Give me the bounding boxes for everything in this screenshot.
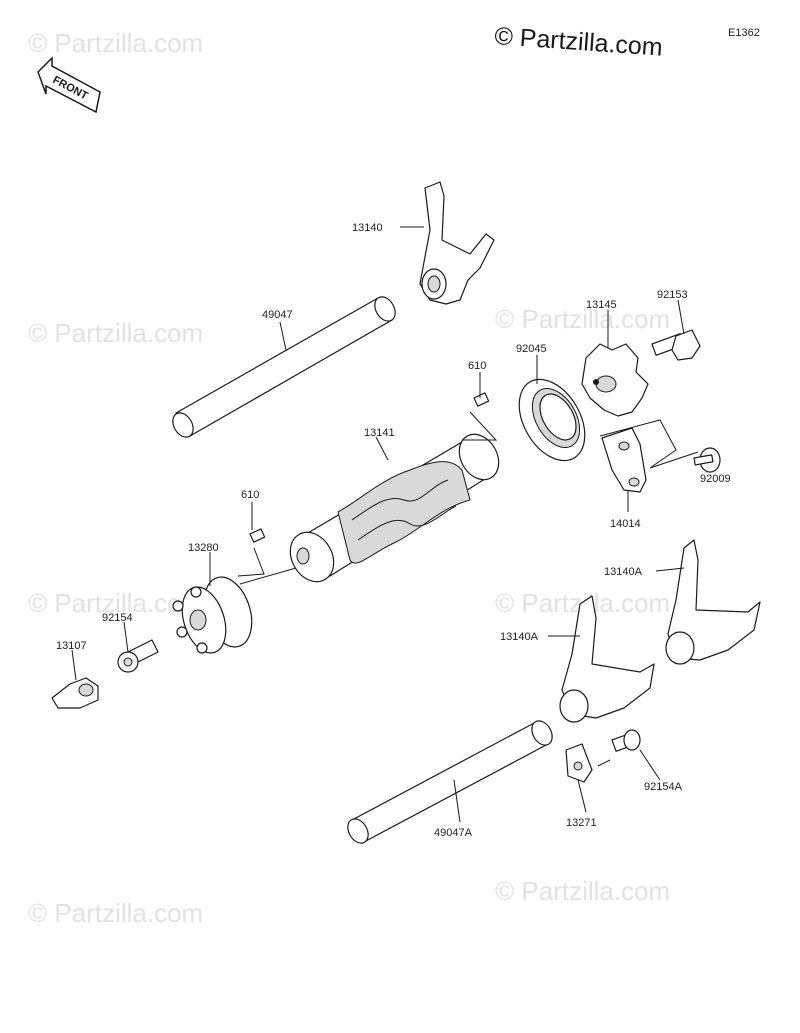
label-14014: 14014 xyxy=(610,518,641,530)
label-92154a: 92154A xyxy=(644,781,683,793)
label-13271: 13271 xyxy=(566,817,597,829)
copyright-header: © Partzilla.com xyxy=(494,22,664,62)
segment-13145-icon xyxy=(581,343,649,417)
bolt-92154-icon xyxy=(117,639,159,673)
label-13141: 13141 xyxy=(364,427,395,439)
watermark-bottom-left: © Partzilla.com xyxy=(28,898,203,928)
cam-13280-icon xyxy=(172,576,253,654)
label-92009: 92009 xyxy=(700,473,731,485)
diagram-code: E1362 xyxy=(728,27,760,39)
watermark-mid-right: © Partzilla.com xyxy=(495,304,670,334)
label-610-lower: 610 xyxy=(241,489,259,501)
label-49047a: 49047A xyxy=(434,827,473,839)
bolt-92154a-icon xyxy=(611,729,641,752)
label-13140a-upper: 13140A xyxy=(604,566,643,578)
label-13145: 13145 xyxy=(586,299,617,311)
part-labels: 13140 49047 13145 92153 92045 610 13141 … xyxy=(56,222,731,839)
watermarks: © Partzilla.com © Partzilla.com © Partzi… xyxy=(28,28,670,928)
label-13140a-lower: 13140A xyxy=(500,631,539,643)
pin-610-upper-icon xyxy=(473,392,490,407)
bolt-92153-icon xyxy=(651,329,701,361)
label-92154: 92154 xyxy=(102,612,133,624)
front-arrow-icon: FRONT xyxy=(37,56,101,114)
shift-fork-13140a-upper-icon xyxy=(665,539,761,665)
label-13280: 13280 xyxy=(188,542,219,554)
screw-92009-icon xyxy=(693,447,721,473)
watermark-top-left: © Partzilla.com xyxy=(28,28,203,58)
watermark-bottom-right: © Partzilla.com xyxy=(495,876,670,906)
shaft-49047-icon xyxy=(172,296,396,438)
shift-drum-13141-icon xyxy=(289,433,500,583)
bearing-92045-icon xyxy=(518,378,586,462)
shift-fork-13140a-lower-icon xyxy=(559,595,655,723)
label-13107: 13107 xyxy=(56,640,87,652)
label-13140: 13140 xyxy=(352,222,383,234)
shaft-49047a-icon xyxy=(347,720,553,844)
plate-13271-icon xyxy=(565,743,593,783)
label-92045: 92045 xyxy=(516,343,547,355)
label-610-upper: 610 xyxy=(468,360,486,372)
label-49047: 49047 xyxy=(262,309,293,321)
watermark-mid-left: © Partzilla.com xyxy=(28,318,203,348)
plate-14014-icon xyxy=(601,427,647,493)
label-92153: 92153 xyxy=(657,289,688,301)
shift-fork-13140-icon xyxy=(419,181,495,305)
leader-lines xyxy=(71,226,699,823)
pin-610-lower-icon xyxy=(249,528,266,543)
lever-13107-icon xyxy=(51,677,99,709)
